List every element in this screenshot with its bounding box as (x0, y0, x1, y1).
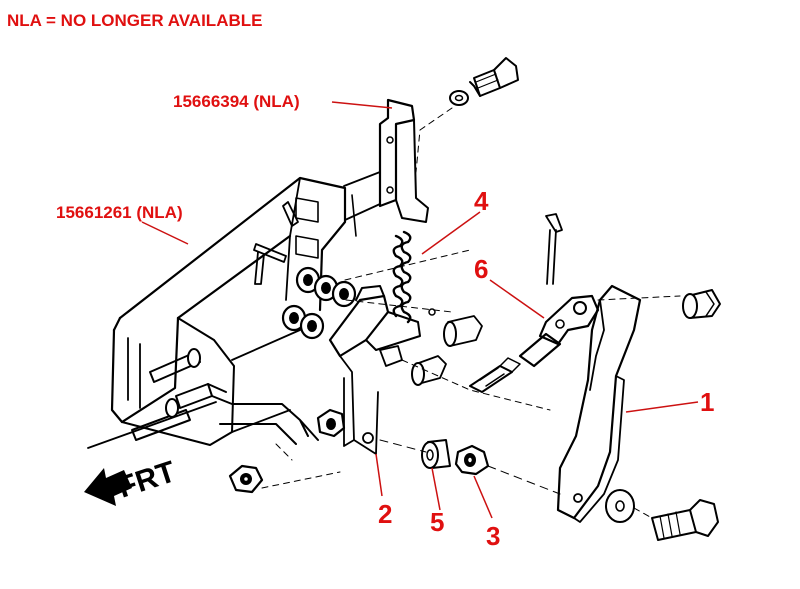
top-bolt (415, 57, 519, 173)
spring (392, 230, 412, 324)
center-lever (328, 285, 551, 455)
bracket-bushings (281, 249, 471, 340)
callout-1: 1 (700, 387, 714, 417)
bushing-5 (421, 439, 451, 469)
callout-4: 4 (474, 186, 489, 216)
front-direction-indicator: FRT (84, 455, 180, 506)
leader-lines (141, 101, 699, 519)
nla-note: NLA = NO LONGER AVAILABLE (7, 11, 262, 30)
part-label-15661261: 15661261 (NLA) (56, 203, 183, 222)
main-bracket (110, 176, 347, 446)
callout-3: 3 (486, 521, 500, 551)
upper-bracket (343, 98, 429, 237)
assembly-axis (379, 439, 561, 495)
callout-6: 6 (474, 254, 488, 284)
front-arrow-icon (84, 468, 132, 506)
cotter-pins (253, 201, 563, 285)
bracket-nut (316, 408, 346, 438)
callout-5: 5 (430, 507, 444, 537)
front-label: FRT (114, 455, 180, 504)
rod-clevis (469, 294, 681, 393)
callout-2: 2 (378, 499, 392, 529)
bottom-nut (228, 464, 264, 494)
left-shaft (87, 348, 341, 489)
nut-3 (454, 444, 490, 476)
part-label-15666394: 15666394 (NLA) (173, 92, 300, 111)
right-pin (682, 289, 721, 319)
lower-bolt (605, 489, 719, 541)
pedal-lever (556, 284, 642, 523)
